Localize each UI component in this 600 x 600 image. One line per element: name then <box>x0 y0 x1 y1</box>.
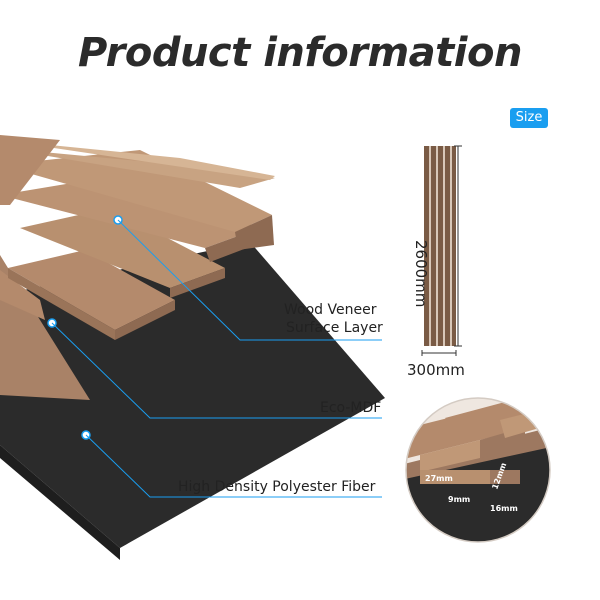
width-dimension-label: 300mm <box>407 361 465 379</box>
height-dimension-label: 2600mm <box>412 240 430 308</box>
detail-gap: 9mm <box>448 495 470 504</box>
callout-line <box>51 322 382 419</box>
mdf-slab <box>0 255 90 400</box>
fiber-label: High Density Polyester Fiber <box>178 479 376 495</box>
detail-base: 16mm <box>490 504 518 513</box>
callout-line <box>85 434 382 498</box>
wood-slat <box>8 250 175 330</box>
size-badge: Size <box>510 108 548 128</box>
detail-zoom <box>406 398 550 542</box>
veneer-strip <box>0 148 275 188</box>
size-panel <box>422 146 456 346</box>
detail-slat-width: 27mm <box>425 474 453 483</box>
page-title: Product information <box>78 30 522 76</box>
mdf-label: Eco-MDF <box>320 400 382 416</box>
wood-slat <box>20 208 225 288</box>
wood-slat <box>0 175 260 248</box>
veneer-label-line1: Wood Veneer <box>284 302 377 318</box>
callout-line <box>117 219 382 341</box>
wood-slat <box>0 150 272 232</box>
veneer-label-line2: Surface Layer <box>286 320 383 336</box>
